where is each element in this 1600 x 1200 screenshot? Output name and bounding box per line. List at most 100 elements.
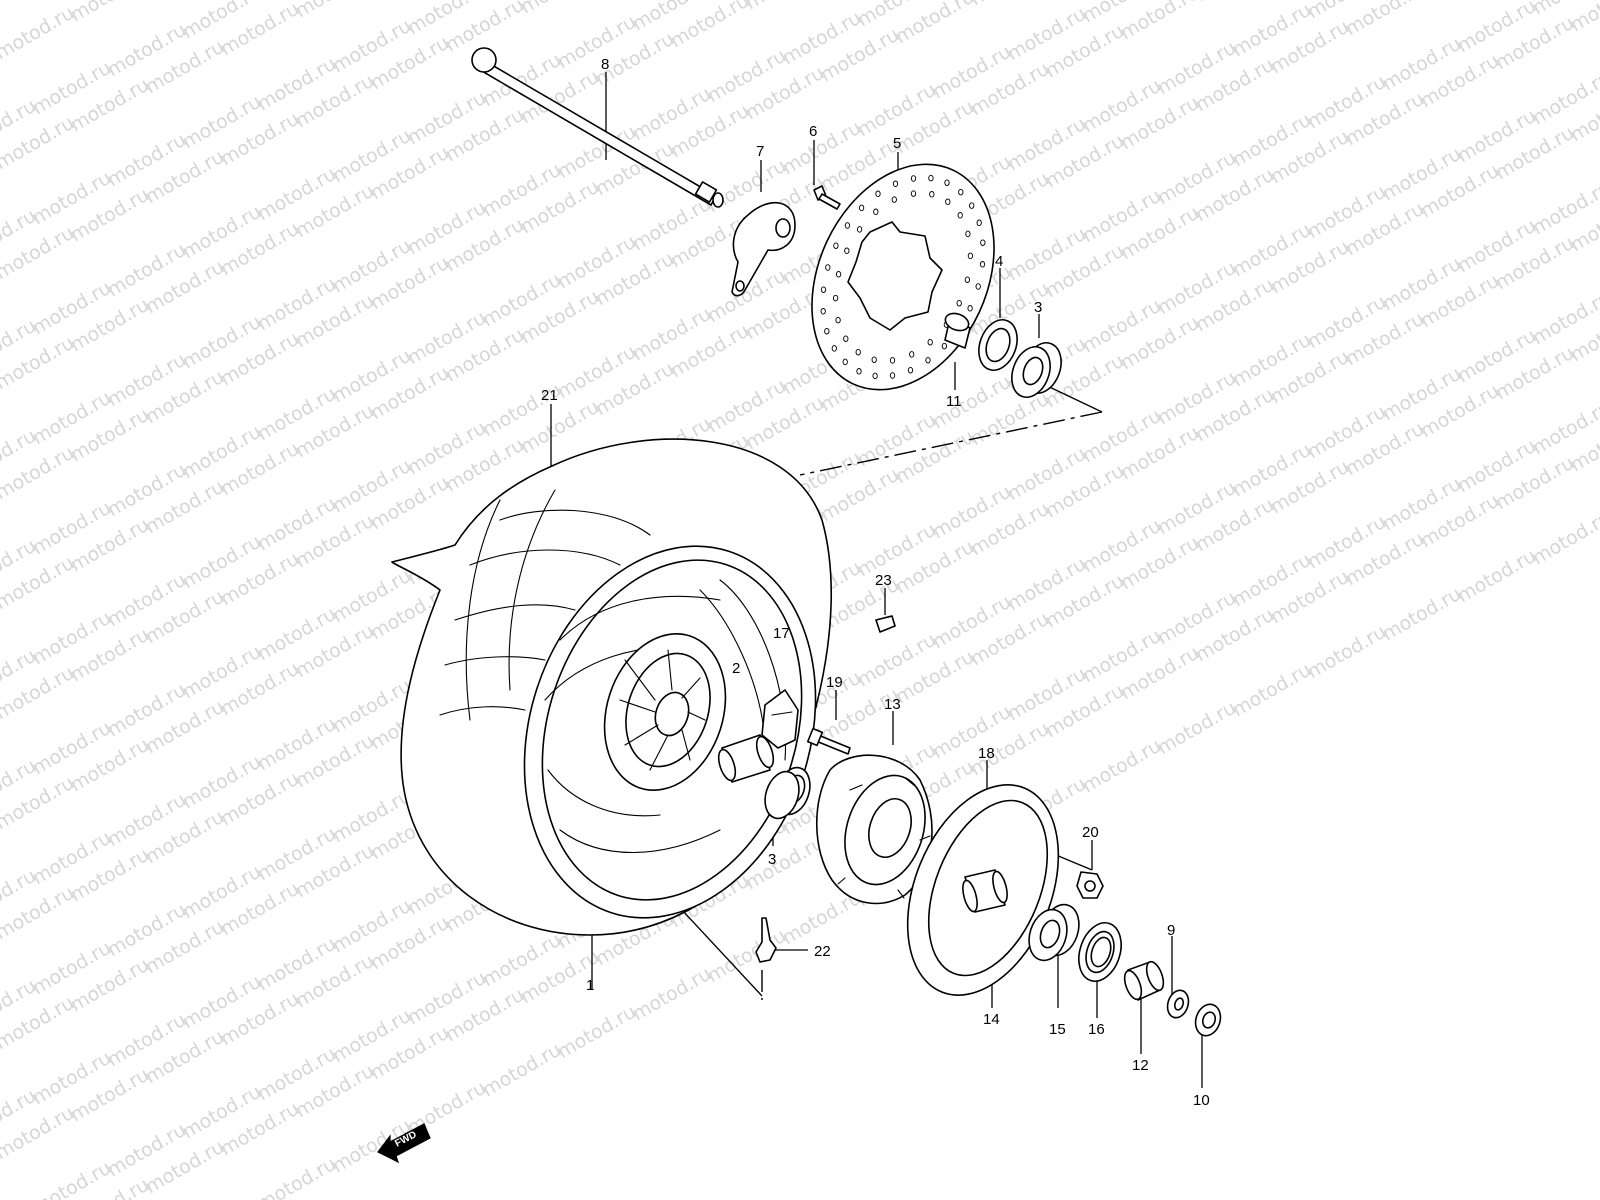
- callout-label: 5: [893, 135, 901, 152]
- watermark-text: motod.ru: [67, 0, 153, 26]
- callout-label: 23: [875, 572, 892, 589]
- disc-holes: [820, 174, 986, 380]
- disc-hole: [965, 230, 971, 238]
- watermark-text: motod.ru: [1079, 735, 1165, 798]
- valve: [755, 917, 777, 963]
- callout-label: 4: [995, 253, 1003, 270]
- watermark-text: motod.ru: [479, 1039, 565, 1102]
- disc-hole: [969, 202, 975, 209]
- watermark-text: motod.ru: [967, 0, 1053, 10]
- callout-label: 10: [1193, 1092, 1210, 1109]
- disc-hole: [928, 174, 934, 182]
- wheel-rim: [523, 545, 817, 919]
- spacer-2: [717, 734, 775, 783]
- disc-hole: [835, 316, 841, 324]
- oil-seal-4: [978, 319, 1018, 371]
- callout-label: 1: [586, 977, 594, 994]
- watermark-text: motod.ru: [1379, 583, 1465, 646]
- disc-hole: [927, 338, 933, 346]
- disc-hole: [833, 242, 839, 249]
- watermark-text: motod.ru: [1454, 545, 1540, 608]
- callout-label: 6: [809, 123, 817, 140]
- disc-hole: [956, 299, 962, 307]
- bearing-3-lower: [764, 766, 811, 820]
- disc-hole: [975, 283, 981, 290]
- caliper-holder: [731, 201, 796, 297]
- sprocket-drum: [815, 754, 933, 905]
- callout-label: 17: [773, 625, 790, 642]
- disc-hole: [976, 219, 982, 227]
- callout-label: 22: [814, 943, 831, 960]
- disc-hole: [980, 239, 986, 246]
- disc-hole: [824, 327, 830, 335]
- disc-hole: [957, 212, 963, 219]
- disc-hole: [925, 356, 931, 364]
- bearing-3-upper: [1011, 342, 1062, 398]
- spacer-11: [944, 312, 971, 349]
- disc-hole: [871, 356, 877, 363]
- spacer-12: [1123, 960, 1165, 1001]
- watermark-text: motod.ru: [1417, 0, 1503, 2]
- axle: [471, 47, 724, 208]
- watermark-text: motod.ru: [629, 963, 715, 1026]
- damper: [761, 689, 799, 749]
- callout-label: 3: [1034, 299, 1042, 316]
- disc-hole: [844, 222, 851, 229]
- disc-hole: [873, 208, 879, 216]
- sprocket-nut: [1076, 871, 1104, 899]
- disc-hole: [889, 357, 896, 364]
- disc-hole: [910, 190, 917, 197]
- disc-hole: [820, 308, 826, 315]
- disc-hole: [875, 190, 881, 198]
- callout-label: 19: [826, 674, 843, 691]
- watermark-text: motod.ru: [742, 0, 828, 14]
- disc-hole: [889, 372, 896, 379]
- disc-hole: [967, 252, 974, 260]
- disc-hole: [910, 175, 917, 182]
- watermark-text: motod.ru: [1529, 507, 1600, 570]
- disc-hole: [858, 204, 865, 212]
- disc-hole: [941, 342, 948, 350]
- disc-hole: [825, 264, 831, 271]
- callout-label: 11: [946, 393, 962, 410]
- disc-hole: [967, 305, 973, 312]
- callout-label: 13: [884, 696, 901, 713]
- callout-label: 20: [1082, 824, 1099, 841]
- disc-hole: [929, 191, 935, 198]
- watermark-text: motod.ru: [1154, 697, 1240, 760]
- watermark-text: motod.ru: [554, 1001, 640, 1064]
- callout-label: 3: [768, 851, 776, 868]
- disc-hole: [945, 198, 951, 206]
- watermark-text: motod.ru: [704, 925, 790, 988]
- disc-hole: [831, 345, 837, 352]
- callout-label: 18: [978, 745, 995, 762]
- watermark-text: motod.ru: [1342, 0, 1428, 40]
- disc-hole: [835, 271, 842, 278]
- watermark-text: motod.ru: [1192, 0, 1278, 6]
- disc-hole: [944, 179, 950, 186]
- callout-labels: 1 2 3 3 4 5 6 7 8 9 10 11 12 13 14 15 16…: [541, 56, 1210, 1109]
- disc-bolt: [813, 185, 841, 210]
- watermark-text: motod.ru: [0, 0, 41, 9]
- callout-label: 15: [1049, 1021, 1066, 1038]
- disc-hole: [958, 188, 964, 196]
- disc-hole: [856, 368, 862, 375]
- watermark-text: motod.ru: [1117, 0, 1203, 44]
- callout-label: 9: [1167, 922, 1175, 939]
- watermark-text: motod.ru: [0, 2, 78, 65]
- disc-hole: [964, 276, 971, 283]
- callout-label: 14: [983, 1011, 1000, 1028]
- disc-hole: [843, 335, 849, 342]
- watermark-text: motod.ru: [1229, 659, 1315, 722]
- disc-hole: [892, 180, 899, 188]
- watermark-text: motod.ru: [29, 1157, 115, 1200]
- disc-hole: [872, 372, 878, 380]
- disc-hole: [832, 294, 839, 302]
- disc-hole: [820, 286, 827, 293]
- disc-hole: [844, 247, 850, 255]
- watermark-text: motod.ru: [1304, 621, 1390, 684]
- sprocket: [906, 784, 1060, 996]
- bearing-15: [1028, 903, 1080, 962]
- disc-hole: [907, 366, 914, 374]
